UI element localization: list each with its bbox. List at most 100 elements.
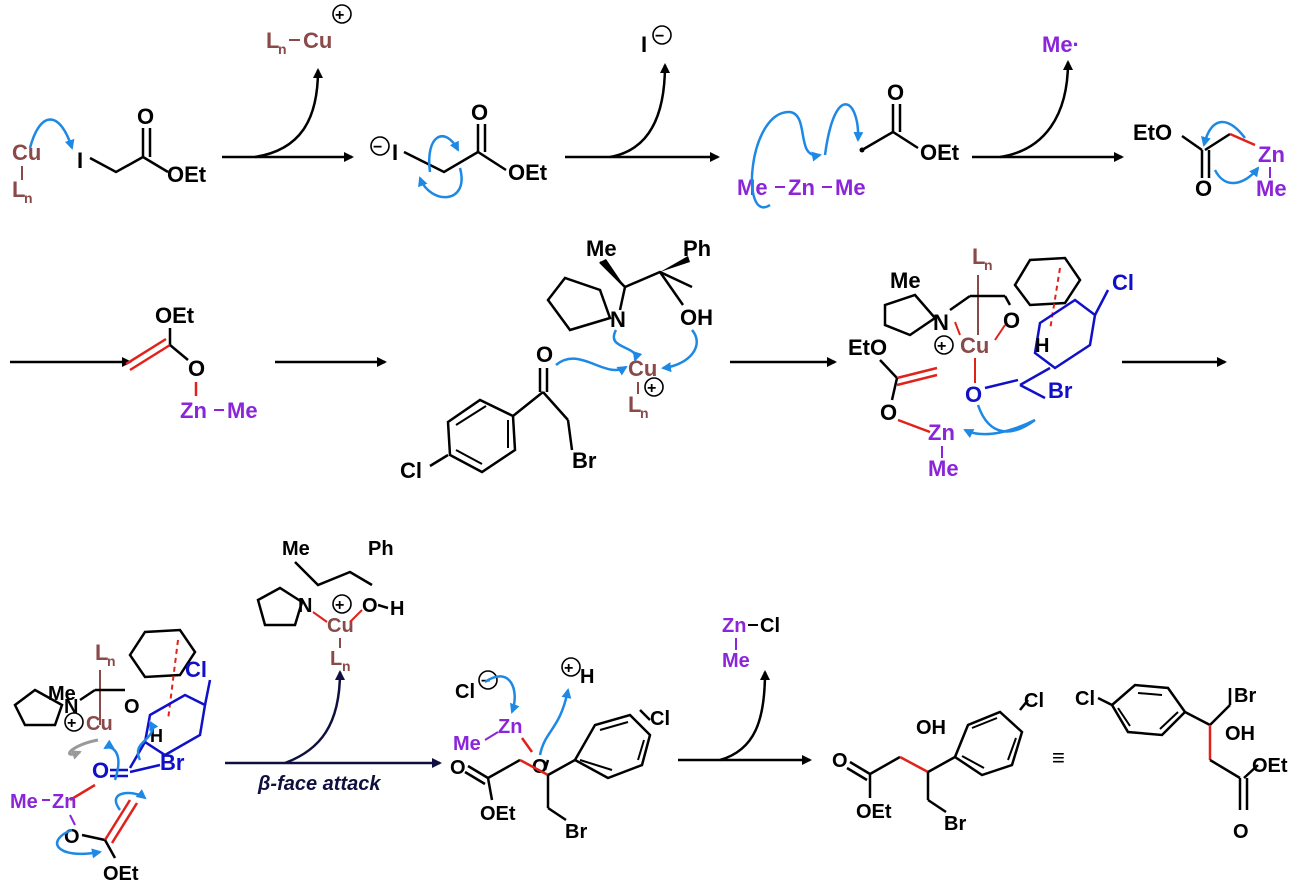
electron-arrow [427,135,460,173]
electron-arrow [555,357,628,376]
electron-arrow [1201,120,1246,147]
svg-text:Br: Br [1234,685,1256,707]
svg-text:OH: OH [916,717,946,739]
electron-arrow [963,404,1036,439]
svg-text:Me: Me [453,733,481,755]
svg-text:L: L [330,648,342,670]
svg-text:OEt: OEt [508,160,548,185]
svg-text:Br: Br [572,448,597,473]
equivalence-sign: ≡ [1052,745,1065,770]
svg-text:Cl: Cl [400,458,422,483]
svg-text:+: + [564,660,573,677]
svg-text:O: O [188,356,205,381]
svg-text:I: I [641,32,647,57]
svg-text:n: n [278,41,287,57]
cu-catalyst: Cu L n [12,140,41,206]
radical-and-dimethylzinc: O OEt Me Zn Me [737,80,960,200]
final-product-alternate-view: Cl Br OH O OEt [1075,683,1288,843]
electron-arrow [114,789,147,811]
svg-text:OEt: OEt [856,801,892,823]
svg-text:I: I [77,148,83,173]
svg-text:Me: Me [586,236,617,261]
svg-text:O: O [362,595,378,617]
electron-arrow [103,739,120,781]
svg-text:Cu: Cu [960,333,989,358]
svg-text:L: L [266,28,279,53]
svg-text:Zn: Zn [180,398,207,423]
svg-text:O: O [124,696,140,718]
alkylzinc-ester: EtO O Zn Me [1133,120,1287,201]
electron-arrow [612,329,643,362]
svg-text:O: O [880,400,897,425]
release-arrow [284,670,345,765]
electron-arrow [68,738,99,760]
svg-text:EtO: EtO [1133,120,1172,145]
svg-text:OEt: OEt [920,140,960,165]
svg-text:Zn: Zn [1258,142,1285,167]
svg-text:Me: Me [282,538,310,560]
svg-text:OH: OH [1225,723,1255,745]
svg-text:O: O [64,826,80,848]
svg-text:Br: Br [160,750,185,775]
svg-text:Cu: Cu [86,713,113,735]
zinc-enolate: OEt O Zn Me [125,303,258,423]
beta-face-transition-state: Me L n N O + Cu Cl H O Br Me Zn O OEt [10,628,212,885]
svg-text:−: − [655,28,664,45]
svg-text:Zn: Zn [928,420,955,445]
svg-text:Cu: Cu [628,356,657,381]
svg-text:O: O [92,758,109,783]
release-arrow [609,63,670,159]
svg-text:OEt: OEt [480,803,516,825]
release-arrow [254,68,323,159]
svg-text:n: n [984,257,993,273]
svg-text:Cu: Cu [303,28,332,53]
svg-text:n: n [107,653,116,669]
ethyl-iodoacetate: I O OEt [77,104,207,187]
ln-cu-cation: L n Cu + [266,4,352,57]
svg-text:L: L [12,177,25,202]
svg-text:OEt: OEt [167,162,207,187]
svg-text:+: + [335,7,344,24]
iodine-ate-intermediate: − I O OEt [370,100,548,185]
svg-text:Cl: Cl [760,615,780,637]
svg-text:H: H [1035,335,1049,357]
svg-text:+: + [937,338,946,355]
svg-text:Me: Me [10,791,38,813]
svg-text:N: N [933,310,949,335]
svg-text:N: N [298,595,312,617]
svg-text:OEt: OEt [155,303,195,328]
svg-text:OH: OH [680,305,713,330]
svg-text:L: L [972,244,985,269]
svg-text:Zn: Zn [52,791,76,813]
ligand-copper-complexation: Me Ph N OH Cu + L n O Br Cl [400,236,713,483]
svg-text:n: n [342,658,351,674]
svg-text:Zn: Zn [722,615,746,637]
svg-text:O: O [450,757,466,779]
svg-text:O: O [1233,821,1249,843]
svg-text:Me: Me [227,398,258,423]
svg-text:Br: Br [565,821,587,843]
svg-text:Me: Me [1256,176,1287,201]
svg-text:Cl: Cl [650,708,670,730]
electron-arrow [661,329,698,373]
svg-text:L: L [95,640,108,665]
svg-text:Zn: Zn [788,175,815,200]
svg-text:−: − [373,139,382,156]
svg-text:Ph: Ph [368,538,394,560]
svg-text:Cl: Cl [455,681,475,703]
electron-arrow [823,103,864,156]
svg-text:Br: Br [944,813,966,835]
svg-text:O: O [1003,308,1020,333]
svg-text:n: n [24,190,33,206]
electron-arrow [28,118,75,150]
electron-arrow [55,828,102,859]
zinc-alkoxide-intermediate: Cl − Me Zn O + H O OEt Br Cl [450,657,670,843]
svg-text:Cu: Cu [327,615,354,637]
beta-face-attack-label: β-face attack [257,773,381,795]
svg-text:H: H [580,666,594,688]
svg-text:L: L [628,392,641,417]
svg-text:+: + [335,597,344,614]
svg-text:Me: Me [722,650,750,672]
svg-text:Me: Me [48,683,76,705]
